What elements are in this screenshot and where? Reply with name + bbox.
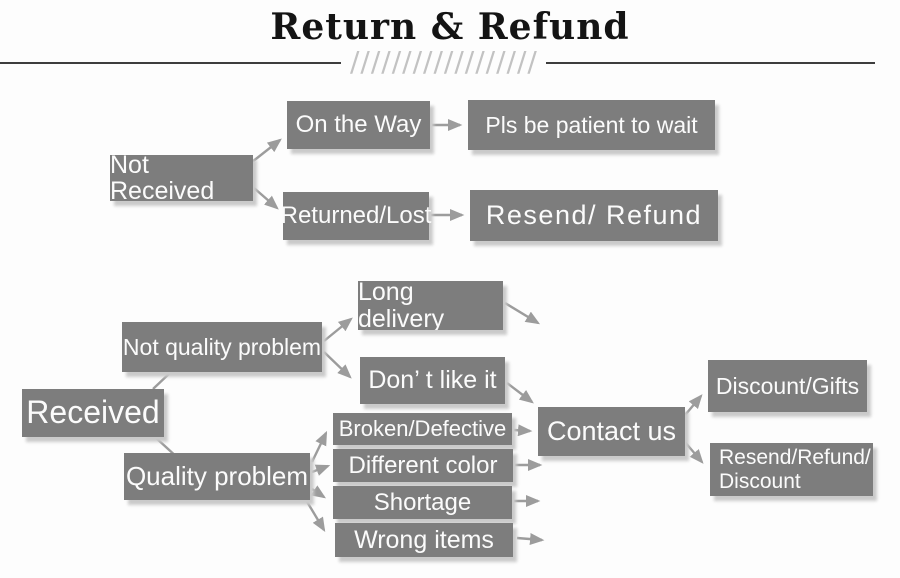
hatch-decoration: ////////////////// [350,45,538,78]
page-title: Return & Refund [270,6,630,48]
node-different-color: Different color [333,449,513,482]
node-on-the-way: On the Way [287,101,430,149]
node-received: Received [22,389,164,437]
node-broken-defective: Broken/Defective [333,413,512,445]
node-pls-be-patient: Pls be patient to wait [468,100,715,150]
node-dont-like-it: Don’ t like it [360,357,505,404]
divider-line-left [0,62,341,64]
node-wrong-items: Wrong items [335,523,513,557]
node-not-quality-problem: Not quality problem [122,322,322,372]
node-quality-problem: Quality problem [124,453,310,500]
node-not-received: Not Received [110,152,253,204]
node-long-delivery: Long delivery [358,281,503,330]
divider-line-right [546,62,875,64]
node-returned-lost: Returned/Lost [281,192,431,240]
node-contact-us: Contact us [538,407,685,456]
node-discount-gifts: Discount/Gifts [708,360,867,412]
node-resend-refund: Resend/ Refund [470,190,718,241]
node-resend-refund-discount: Resend/Refund/ Discount [710,443,873,496]
node-shortage: Shortage [333,486,512,519]
